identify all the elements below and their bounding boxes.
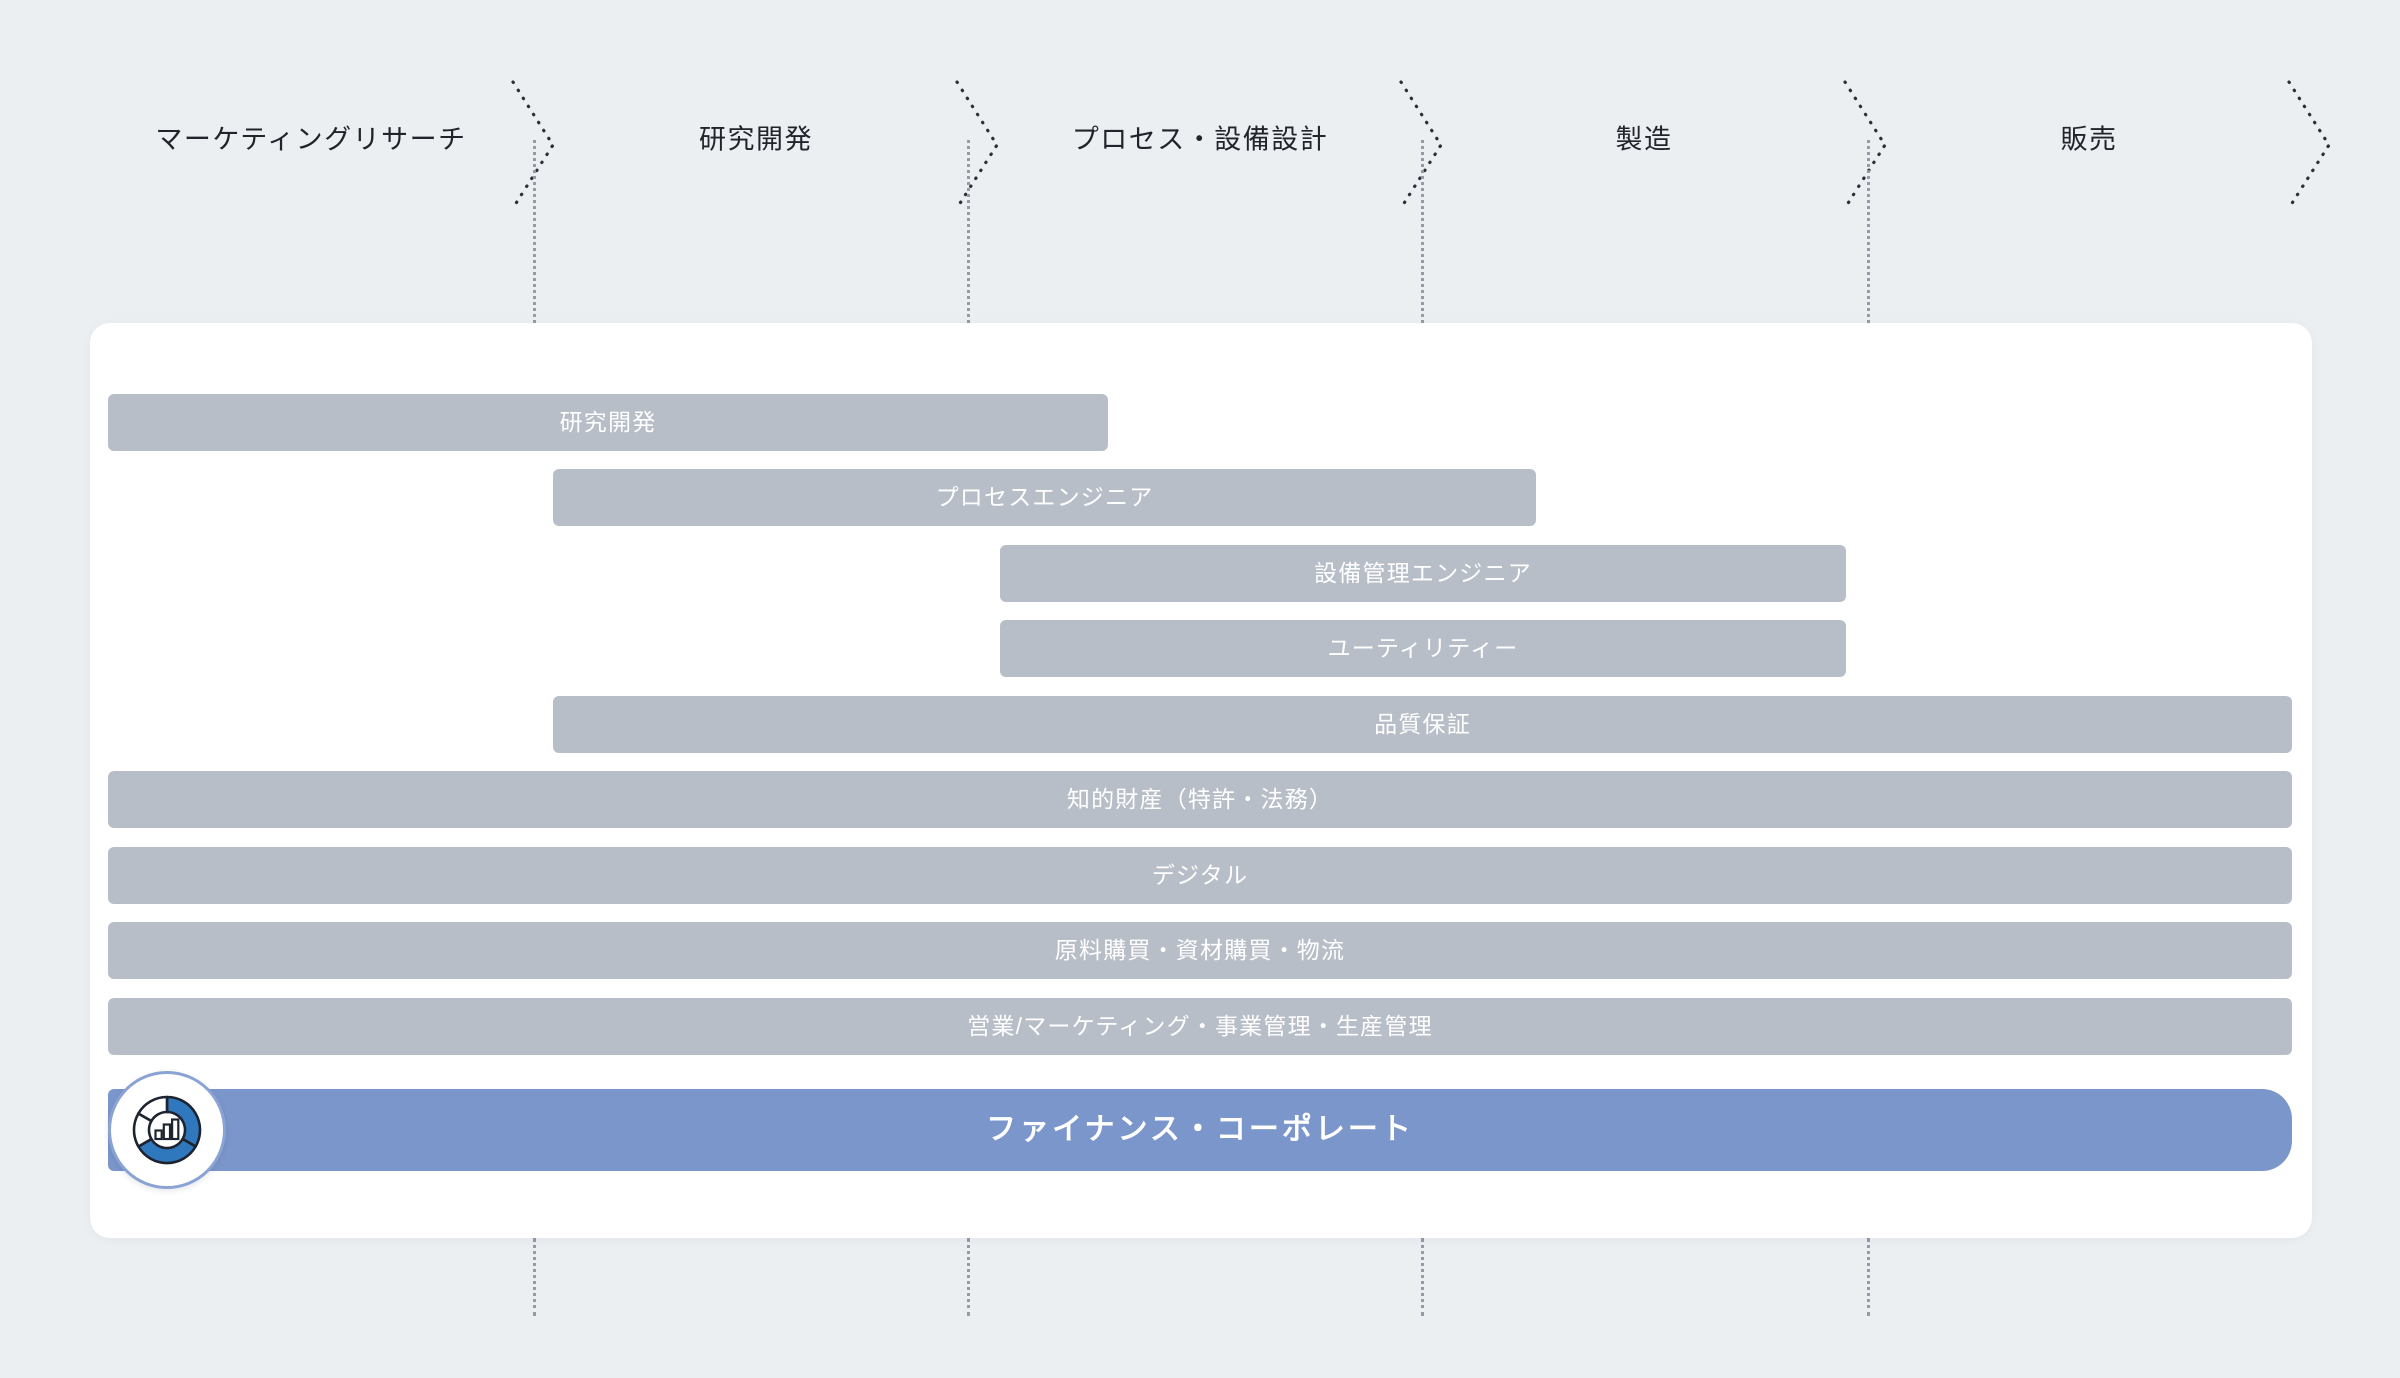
vertical-guide-2-top [967,140,970,323]
function-bar-label: ファイナンス・コーポレート [986,1113,1414,1146]
function-bar-highlight[interactable]: ファイナンス・コーポレート [108,1089,2292,1171]
vertical-guide-4-bottom [1867,1238,1870,1316]
stage-header-4: 製造 [1615,124,1673,155]
function-bar-label: 原料購買・資材購買・物流 [1054,937,1346,963]
vertical-guide-3-bottom [1421,1238,1424,1316]
stage-header-3: プロセス・設備設計 [1071,124,1329,155]
donut-bar-chart-icon [108,1071,226,1189]
function-bar-label: 設備管理エンジニア [1314,560,1532,586]
function-bar[interactable]: 原料購買・資材購買・物流 [108,922,2292,979]
chevron-separator-3 [1399,80,1443,210]
vertical-guide-2-bottom [967,1238,970,1316]
stage-header-1: マーケティングリサーチ [155,124,467,155]
function-bar[interactable]: 知的財産（特許・法務） [108,771,2292,828]
function-bar-label: プロセスエンジニア [935,484,1154,510]
function-bar-label: デジタル [1151,862,1249,888]
function-bar-label: 研究開発 [559,409,657,435]
function-bar[interactable]: プロセスエンジニア [553,469,1536,526]
function-bar[interactable]: ユーティリティー [1000,620,1846,677]
vertical-guide-4-top [1867,140,1870,323]
function-bar-label: 品質保証 [1374,711,1471,737]
chevron-separator-2 [955,80,999,210]
vertical-guide-1-top [533,140,536,323]
chevron-separator-1 [511,80,555,210]
function-bar[interactable]: 営業/マーケティング・事業管理・生産管理 [108,998,2292,1055]
function-bar-label: ユーティリティー [1327,635,1519,661]
vertical-guide-3-top [1421,140,1424,323]
function-bar-label: 営業/マーケティング・事業管理・生産管理 [967,1013,1433,1039]
chevron-separator-5 [2287,80,2331,210]
function-bar-label: 知的財産（特許・法務） [1066,786,1334,812]
function-bar[interactable]: デジタル [108,847,2292,904]
chevron-separator-4 [1843,80,1887,210]
stage-header-5: 販売 [2060,124,2118,155]
function-bar[interactable]: 設備管理エンジニア [1000,545,1846,602]
vertical-guide-1-bottom [533,1238,536,1316]
function-bar[interactable]: 研究開発 [108,394,1108,451]
function-bar[interactable]: 品質保証 [553,696,2292,753]
stage-header-2: 研究開発 [699,124,813,155]
